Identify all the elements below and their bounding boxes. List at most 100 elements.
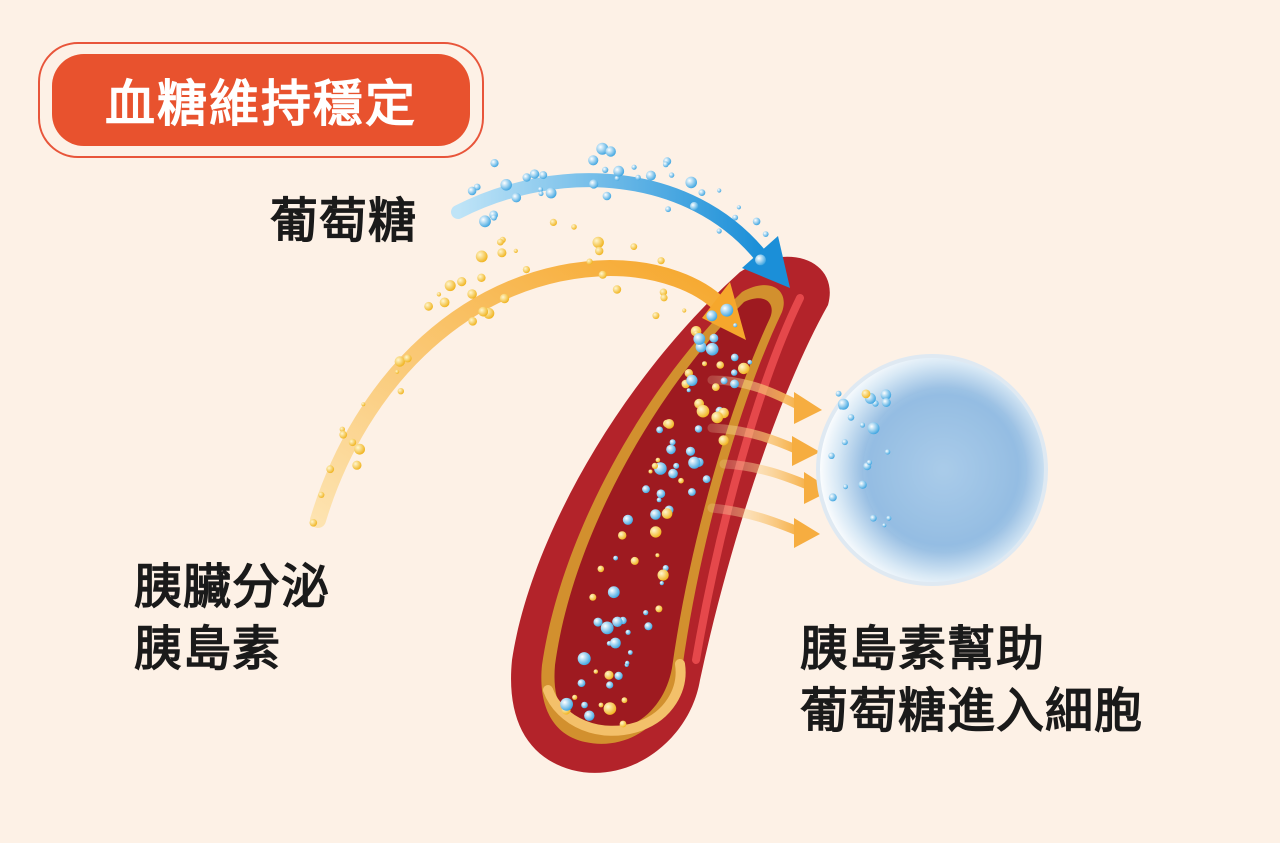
- cell-particle: [847, 414, 855, 421]
- insulin-particle: [589, 593, 597, 601]
- glucose-label-text: 葡萄糖: [270, 193, 418, 249]
- glucose-label: 葡萄糖: [270, 190, 417, 252]
- glucose-particle: [606, 681, 614, 689]
- vessel-wall-highlight: [692, 294, 804, 664]
- glucose-particle: [490, 159, 499, 168]
- insulin-particle: [499, 293, 510, 304]
- glucose-particle: [511, 192, 522, 203]
- glucose-particle: [589, 179, 599, 189]
- insulin-particle: [659, 288, 668, 296]
- body-cell: [816, 354, 1048, 586]
- glucose-particle: [537, 186, 544, 192]
- glucose-particle: [560, 697, 573, 711]
- insulin-particle: [522, 266, 531, 274]
- insulin-particle: [651, 462, 659, 469]
- insulin-particle: [652, 312, 660, 320]
- insulin-particle: [572, 694, 578, 700]
- glucose-particle: [665, 206, 671, 213]
- insulin-particle: [597, 565, 605, 573]
- insulin-particle: [592, 236, 604, 249]
- glucose-particle: [668, 468, 678, 479]
- insulin-particle: [397, 388, 404, 395]
- insulin-particle: [467, 289, 477, 299]
- insulin-particle: [513, 248, 518, 253]
- glucose-particle: [706, 310, 718, 322]
- glucose-particle: [610, 637, 621, 649]
- cell-particle: [837, 398, 849, 410]
- insulin-particle: [571, 224, 577, 230]
- glucose-particle: [733, 323, 738, 328]
- insulin-particle: [468, 317, 478, 326]
- insulin-particle: [497, 238, 504, 246]
- glucose-particle: [688, 456, 701, 469]
- insulin-help-line2: 葡萄糖進入細胞: [800, 683, 1144, 739]
- pancreas-label: 胰臟分泌 胰島素: [134, 556, 330, 680]
- glucose-particle: [642, 485, 650, 494]
- glucose-particle: [694, 425, 703, 433]
- insulin-particle: [478, 306, 489, 317]
- glucose-particle: [688, 488, 696, 496]
- glucose-particle: [577, 652, 591, 666]
- insulin-particle: [339, 430, 348, 439]
- glucose-particle: [669, 439, 676, 446]
- insulin-particle: [612, 285, 622, 294]
- insulin-particle: [593, 669, 598, 674]
- glucose-particle: [522, 173, 531, 182]
- insulin-help-line1: 胰島素幫助: [800, 621, 1046, 677]
- glucose-particle: [581, 701, 588, 709]
- glucose-particle: [631, 164, 637, 170]
- glucose-particle: [600, 621, 614, 635]
- glucose-particle: [607, 586, 620, 599]
- insulin-particle: [586, 258, 593, 265]
- particles: [309, 142, 892, 728]
- glucose-particle: [602, 166, 609, 173]
- glucose-particle: [645, 170, 656, 181]
- insulin-help-label: 胰島素幫助 葡萄糖進入細胞: [800, 618, 1143, 742]
- cell-particle: [867, 422, 880, 435]
- insulin-particle: [657, 569, 669, 581]
- insulin-particle: [716, 361, 724, 369]
- insulin-particle: [661, 508, 673, 519]
- glucose-particle: [539, 171, 548, 180]
- cell-particle: [858, 480, 867, 489]
- title-badge: 血糖維持穩定: [52, 54, 470, 146]
- glucose-particle: [685, 176, 697, 189]
- insulin-particle: [711, 411, 723, 424]
- insulin-particle: [702, 361, 707, 367]
- glucose-particle: [716, 228, 722, 234]
- cell-particle: [843, 484, 848, 490]
- insulin-particle: [403, 354, 412, 363]
- insulin-particle: [439, 297, 450, 308]
- insulin-particle: [657, 257, 665, 265]
- cell-particle: [884, 449, 891, 455]
- insulin-particle: [339, 426, 345, 432]
- glucose-particle: [538, 191, 544, 197]
- insulin-particle: [655, 605, 663, 613]
- glucose-particle: [605, 146, 616, 157]
- insulin-particle: [664, 419, 675, 429]
- glucose-particle: [545, 187, 557, 199]
- cell-particle: [886, 515, 892, 521]
- insulin-particle: [621, 697, 628, 704]
- glucose-particle: [720, 377, 728, 385]
- insulin-particle: [309, 519, 318, 527]
- cell-particle: [841, 439, 848, 446]
- cell-particle: [828, 452, 835, 459]
- glucose-particle: [650, 509, 661, 520]
- glucose-particle: [577, 679, 586, 687]
- glucose-arrow: [451, 173, 790, 288]
- insulin-particle: [354, 443, 365, 455]
- insulin-particle: [598, 702, 604, 708]
- glucose-particle: [614, 175, 620, 181]
- glucose-particle: [685, 446, 696, 456]
- insulin-particle: [648, 469, 653, 474]
- glucose-particle: [596, 142, 609, 155]
- glucose-particle: [732, 214, 739, 221]
- insulin-particle: [444, 280, 456, 292]
- glucose-particle: [731, 369, 738, 376]
- glucose-particle: [643, 610, 649, 616]
- insulin-particle: [326, 465, 335, 474]
- insulin-particle: [348, 438, 357, 447]
- insulin-particle: [598, 270, 607, 279]
